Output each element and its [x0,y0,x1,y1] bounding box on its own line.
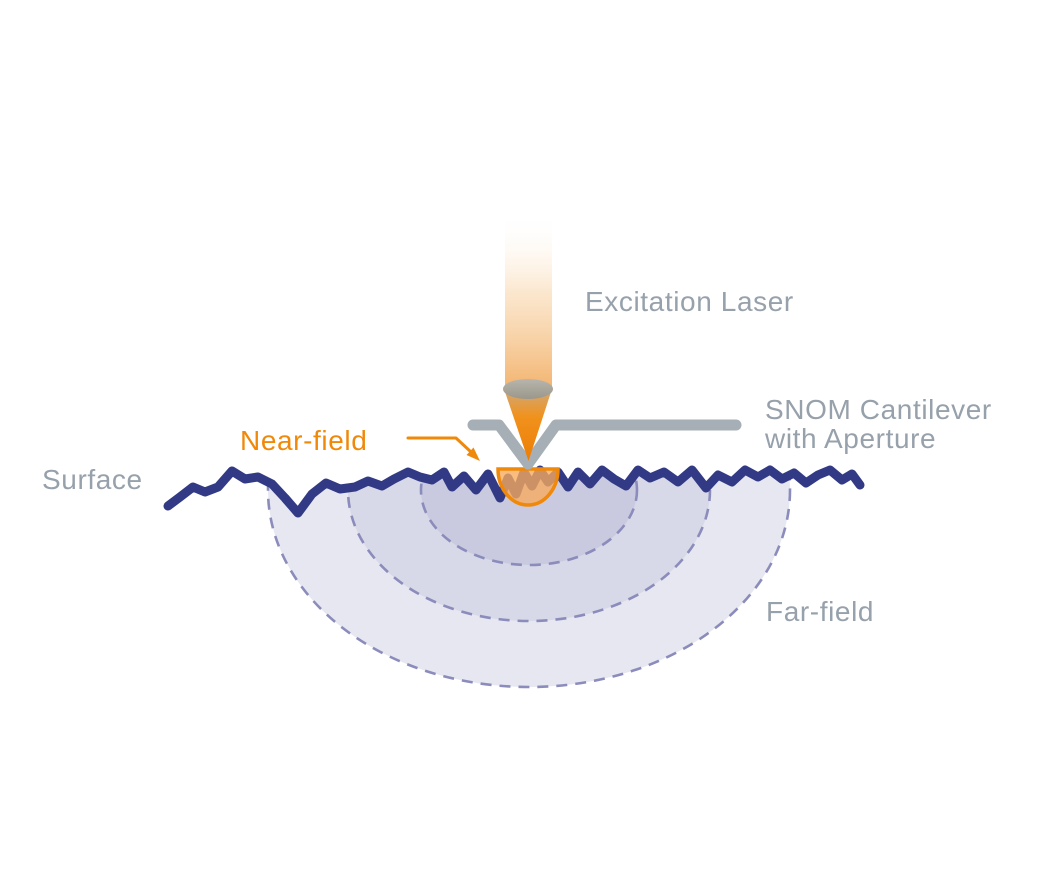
far-field-label: Far-field [766,596,874,627]
arrowhead-icon [466,447,480,461]
cantilever-label-line1: SNOM Cantilever [765,394,992,425]
cantilever-label-line2: with Aperture [764,423,936,454]
cantilever [467,419,742,470]
excitation-laser-label: Excitation Laser [585,286,794,317]
laser-beam [505,212,552,391]
laser-focus-cone [504,389,552,461]
lens-ellipse [503,379,553,399]
near-field-dome [496,467,560,507]
surface-label: Surface [42,464,143,495]
near-field-label: Near-field [240,425,367,456]
near-field-arrow [406,436,480,461]
